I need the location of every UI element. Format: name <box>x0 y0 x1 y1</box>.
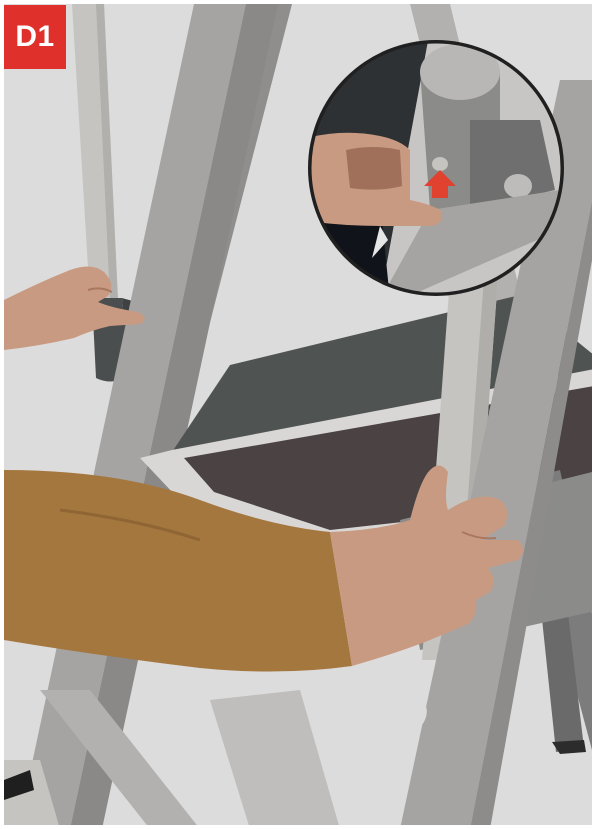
inset-finger-shade <box>346 147 402 190</box>
inset-bolt <box>504 174 532 198</box>
inset-latch-pin <box>432 157 448 171</box>
step-label: D1 <box>4 5 66 69</box>
